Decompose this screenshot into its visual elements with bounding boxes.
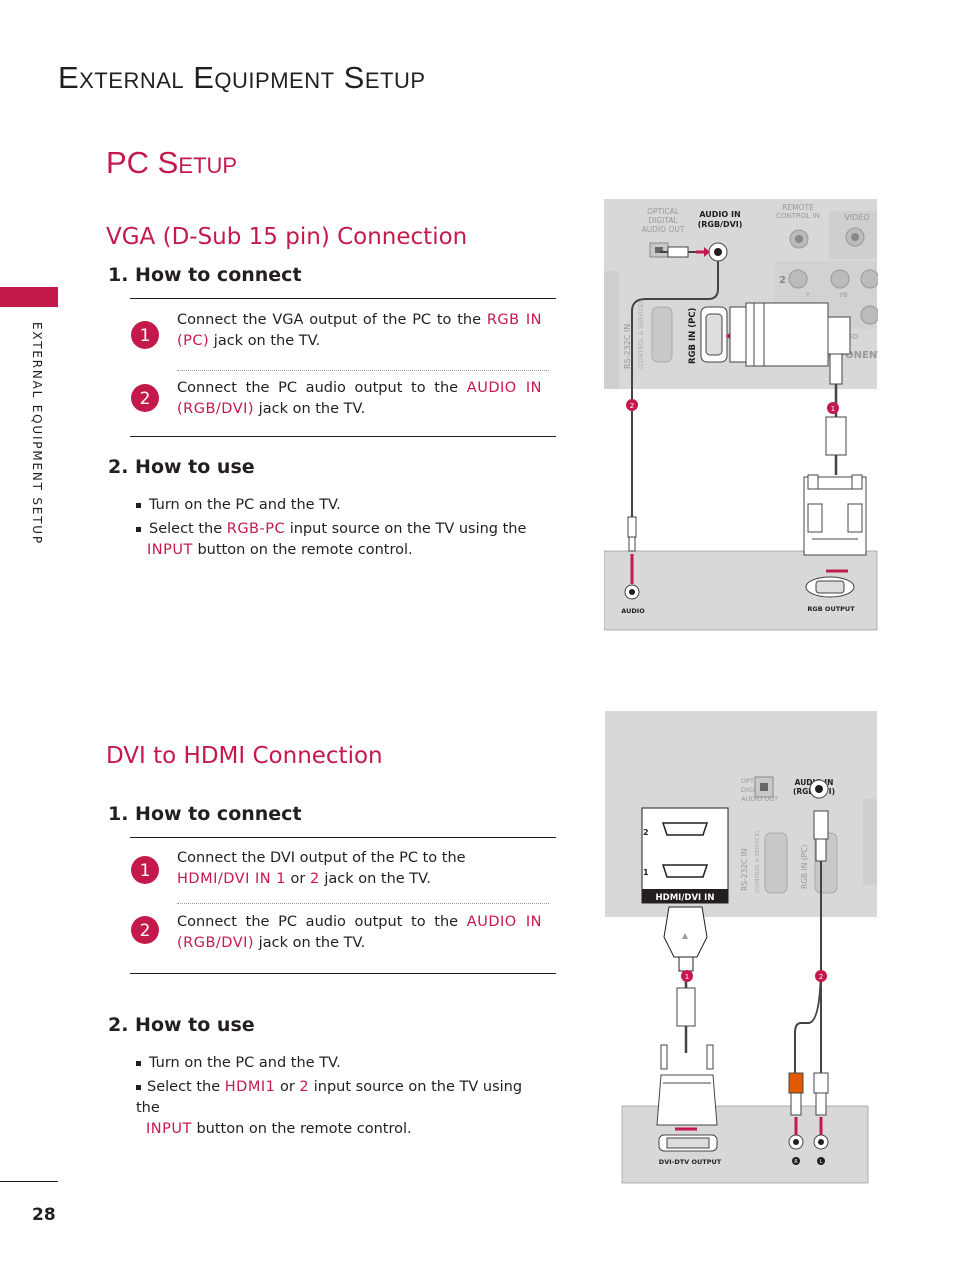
svg-text:2: 2 bbox=[140, 921, 151, 941]
svg-text:AUDIO OUT: AUDIO OUT bbox=[741, 795, 778, 803]
svg-text:2: 2 bbox=[779, 275, 786, 286]
page-number: 28 bbox=[32, 1205, 56, 1225]
svg-text:1: 1 bbox=[140, 861, 151, 881]
svg-text:REMOTE: REMOTE bbox=[782, 203, 814, 212]
svg-text:HDMI/DVI IN: HDMI/DVI IN bbox=[656, 893, 715, 903]
input-highlight: INPUT bbox=[146, 1121, 192, 1137]
svg-text:1: 1 bbox=[831, 405, 835, 413]
hdmi1-highlight: HDMI1 bbox=[224, 1079, 276, 1095]
vga-how-to-connect-heading: 1. How to connect bbox=[108, 264, 302, 286]
step-2-badge: 2 bbox=[131, 384, 159, 412]
svg-text:AUDIO IN: AUDIO IN bbox=[699, 210, 740, 219]
svg-text:AUDIO OUT: AUDIO OUT bbox=[642, 225, 685, 234]
vga-use-1: Turn on the PC and the TV. bbox=[136, 495, 546, 516]
vga-step-2-text: Connect the PC audio output to the AUDIO… bbox=[177, 380, 542, 417]
svg-text:(CONTROL & SERVICE): (CONTROL & SERVICE) bbox=[638, 301, 645, 369]
svg-text:1: 1 bbox=[685, 973, 689, 981]
divider bbox=[130, 837, 556, 838]
audio-in-highlight: AUDIO IN (RGB/DVI) bbox=[177, 914, 542, 951]
step-2-badge: 2 bbox=[131, 916, 159, 944]
section-title-pc-setup: PC Setup bbox=[106, 145, 238, 180]
rgb-in-pc-highlight: RGB IN (PC) bbox=[177, 312, 542, 349]
svg-text:CONTROL IN: CONTROL IN bbox=[776, 212, 820, 220]
svg-text:DIGITAL: DIGITAL bbox=[648, 216, 678, 225]
svg-text:Y: Y bbox=[805, 292, 810, 299]
svg-text:L: L bbox=[820, 1159, 823, 1165]
svg-text:2: 2 bbox=[140, 389, 151, 409]
dvi-step-2-text: Connect the PC audio output to the AUDIO… bbox=[177, 914, 542, 951]
svg-text:RS-232C IN: RS-232C IN bbox=[740, 849, 749, 891]
dvi-step-1-text: Connect the DVI output of the PC to the … bbox=[177, 850, 466, 887]
rgb-pc-highlight: RGB-PC bbox=[226, 521, 286, 537]
dvi-connection-diagram: OPTICAL DIGITAL AUDIO OUT AUDIO IN (RGB/… bbox=[605, 711, 877, 1184]
step-1-badge: 1 bbox=[131, 321, 159, 349]
svg-text:PB: PB bbox=[840, 292, 848, 299]
side-tab-marker bbox=[0, 287, 58, 307]
page-title: External Equipment Setup bbox=[58, 60, 426, 95]
dvi-use-1: Turn on the PC and the TV. bbox=[136, 1053, 546, 1074]
svg-text:(CONTROL & SERVICE): (CONTROL & SERVICE) bbox=[755, 831, 761, 893]
svg-text:1: 1 bbox=[643, 868, 649, 877]
divider bbox=[177, 903, 549, 904]
dvi-how-to-connect-heading: 1. How to connect bbox=[108, 803, 302, 825]
divider bbox=[177, 370, 549, 371]
vga-use-2: Select the RGB-PC input source on the TV… bbox=[136, 519, 536, 561]
footer-divider bbox=[0, 1181, 58, 1182]
input-highlight: INPUT bbox=[147, 542, 193, 558]
svg-text:2: 2 bbox=[630, 402, 634, 410]
hdmi-dvi-in-highlight: HDMI/DVI IN 1 bbox=[177, 870, 286, 887]
dvi-use-2: Select the HDMI1 or 2 input source on th… bbox=[136, 1079, 523, 1137]
dvi-connection-title: DVI to HDMI Connection bbox=[106, 743, 383, 769]
step-1-badge: 1 bbox=[131, 856, 159, 884]
svg-text:DVI-DTV OUTPUT: DVI-DTV OUTPUT bbox=[659, 1158, 722, 1166]
svg-text:RGB OUTPUT: RGB OUTPUT bbox=[807, 605, 855, 613]
divider bbox=[130, 973, 556, 974]
svg-text:RGB IN (PC): RGB IN (PC) bbox=[800, 845, 809, 889]
audio-in-highlight: AUDIO IN (RGB/DVI) bbox=[177, 380, 542, 417]
svg-text:OPTICAL: OPTICAL bbox=[647, 207, 680, 216]
svg-text:(RGB/DVI): (RGB/DVI) bbox=[698, 220, 743, 229]
divider bbox=[130, 298, 556, 299]
svg-text:1: 1 bbox=[140, 326, 151, 346]
vga-connection-title: VGA (D-Sub 15 pin) Connection bbox=[106, 224, 468, 250]
svg-text:2: 2 bbox=[819, 973, 823, 981]
svg-text:COMPONENT: COMPONENT bbox=[812, 350, 878, 361]
vga-connection-diagram: OPTICAL DIGITAL AUDIO OUT AUDIO IN (RGB/… bbox=[604, 199, 878, 631]
vga-how-to-use-heading: 2. How to use bbox=[108, 456, 255, 478]
svg-text:DIGITAL: DIGITAL bbox=[741, 786, 767, 794]
svg-text:2: 2 bbox=[643, 828, 649, 837]
svg-text:AUDIO: AUDIO bbox=[621, 607, 645, 615]
divider bbox=[130, 436, 556, 437]
vga-step-1-text: Connect the VGA output of the PC to the … bbox=[177, 312, 542, 349]
side-tab-label: EXTERNAL EQUIPMENT SETUP bbox=[30, 322, 44, 545]
svg-text:RGB IN (PC): RGB IN (PC) bbox=[688, 307, 698, 364]
svg-text:VIDEO: VIDEO bbox=[844, 213, 869, 222]
svg-text:RS-232C IN: RS-232C IN bbox=[623, 324, 632, 369]
svg-text:R: R bbox=[794, 1159, 798, 1165]
dvi-how-to-use-heading: 2. How to use bbox=[108, 1014, 255, 1036]
